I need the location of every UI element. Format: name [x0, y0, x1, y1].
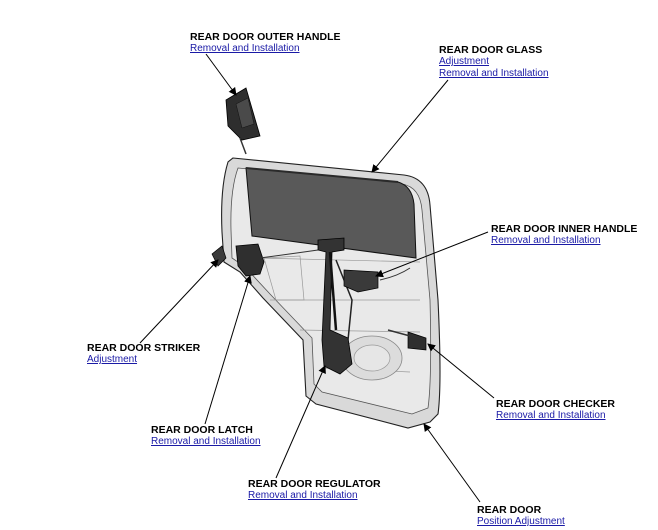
outer-handle-removal-link[interactable]: Removal and Installation: [190, 43, 300, 54]
regulator-title: REAR DOOR REGULATOR: [248, 478, 381, 490]
outer-handle-part: [225, 87, 261, 155]
inner-handle-part: [343, 267, 411, 293]
leader-striker: [139, 259, 219, 344]
door-title: REAR DOOR: [477, 504, 542, 516]
glass-title: REAR DOOR GLASS: [439, 44, 543, 56]
striker-adjustment-link[interactable]: Adjustment: [87, 354, 138, 365]
checker-title: REAR DOOR CHECKER: [496, 398, 616, 410]
callout-glass: REAR DOOR GLASS Adjustment Removal and I…: [439, 44, 549, 80]
callout-outer-handle: REAR DOOR OUTER HANDLE Removal and Insta…: [190, 31, 341, 55]
regulator-part: [317, 237, 353, 375]
glass-adjustment-link[interactable]: Adjustment: [439, 56, 490, 67]
leader-checker: [427, 343, 495, 399]
checker-removal-link[interactable]: Removal and Installation: [496, 410, 606, 421]
leader-lines: [139, 53, 495, 503]
callout-latch: REAR DOOR LATCH Removal and Installation: [151, 424, 261, 448]
leader-door: [423, 423, 481, 503]
regulator-removal-link[interactable]: Removal and Installation: [248, 490, 358, 501]
glass-removal-link[interactable]: Removal and Installation: [439, 68, 549, 79]
door-position-adjustment-link[interactable]: Position Adjustment: [477, 516, 565, 527]
latch-title: REAR DOOR LATCH: [151, 424, 253, 436]
callout-regulator: REAR DOOR REGULATOR Removal and Installa…: [248, 478, 381, 502]
leader-latch: [204, 275, 252, 425]
callout-striker: REAR DOOR STRIKER Adjustment: [87, 342, 200, 366]
inner-handle-title: REAR DOOR INNER HANDLE: [491, 223, 638, 235]
leader-regulator: [275, 365, 326, 479]
outer-handle-title: REAR DOOR OUTER HANDLE: [190, 31, 341, 43]
striker-title: REAR DOOR STRIKER: [87, 342, 201, 354]
rear-door-glass: [245, 167, 417, 259]
callout-door: REAR DOOR Position Adjustment: [477, 504, 565, 528]
callout-inner-handle: REAR DOOR INNER HANDLE Removal and Insta…: [491, 223, 637, 247]
leader-outer-handle: [205, 53, 237, 96]
leader-inner-handle: [375, 231, 489, 278]
latch-removal-link[interactable]: Removal and Installation: [151, 436, 261, 447]
leader-glass: [371, 79, 449, 173]
inner-handle-removal-link[interactable]: Removal and Installation: [491, 235, 601, 246]
callout-checker: REAR DOOR CHECKER Removal and Installati…: [496, 398, 615, 422]
checker-part: [387, 329, 427, 351]
